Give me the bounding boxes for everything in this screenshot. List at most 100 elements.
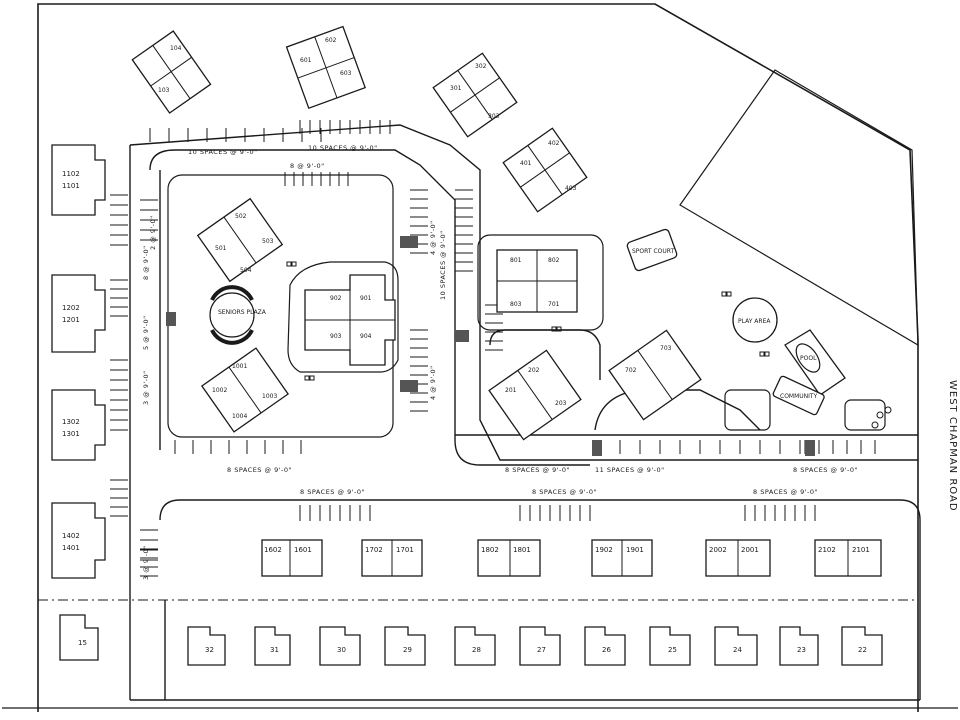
- unit-label: 702: [625, 367, 637, 374]
- unit-label: 401: [520, 160, 532, 167]
- parking-label: 10 SPACES @ 9'-0": [188, 148, 258, 156]
- unit-label: 24: [733, 646, 742, 654]
- south-duplexes: [261, 539, 882, 577]
- sport-court-label: SPORT COURT: [632, 248, 674, 255]
- unit-label: 502: [235, 213, 247, 220]
- unit-label: 1402: [62, 532, 80, 540]
- unit-label: 1902: [595, 546, 613, 554]
- parking-label: 8 SPACES @ 9'-0": [227, 466, 292, 474]
- parking-label: 10 SPACES @ 9'-0": [439, 230, 447, 300]
- community-label: COMMUNITY: [780, 393, 818, 400]
- unit-label: 15: [78, 639, 87, 647]
- unit-label: 1601: [294, 546, 312, 554]
- unit-label: 1003: [262, 393, 277, 400]
- north-buildings: [131, 25, 588, 213]
- parking-label: 11 SPACES @ 9'-0": [595, 466, 665, 474]
- parking-label: 8 SPACES @ 9'-0": [793, 466, 858, 474]
- unit-label: 2101: [852, 546, 870, 554]
- unit-label: 2001: [741, 546, 759, 554]
- unit-label: 202: [528, 367, 540, 374]
- unit-label: 1101: [62, 182, 80, 190]
- west-unit-labels: 1102 1101 1202 1201 1302 1301 1402 1401 …: [62, 170, 87, 647]
- unit-label: 1102: [62, 170, 80, 178]
- parking-label: 8 SPACES @ 9'-0": [505, 466, 570, 474]
- plaza-label: SENIORS PLAZA: [218, 309, 267, 316]
- unit-label: 503: [262, 238, 274, 245]
- open-field: [679, 69, 919, 347]
- unit-label: 603: [340, 70, 352, 77]
- unit-label: 2102: [818, 546, 836, 554]
- parking-stalls: [110, 120, 876, 577]
- parking-label: 5 @ 9'-0": [142, 315, 150, 350]
- unit-label: 2002: [709, 546, 727, 554]
- unit-label: 903: [330, 333, 342, 340]
- unit-label: 31: [270, 646, 279, 654]
- unit-label: 504: [240, 267, 252, 274]
- unit-label: 32: [205, 646, 214, 654]
- parking-label: 8 @ 9'-0": [290, 162, 325, 170]
- parking-label: 3 @ 9'-0": [142, 370, 150, 405]
- unit-label: 703: [660, 345, 672, 352]
- parking-label: 8 SPACES @ 9'-0": [753, 488, 818, 496]
- play-area: PLAY AREA: [732, 297, 778, 343]
- unit-label: 203: [555, 400, 567, 407]
- center-unit-labels: 501 502 503 504 902 901 903 904 1001 100…: [212, 213, 672, 420]
- unit-label: 201: [505, 387, 517, 394]
- south-duplex-labels: 1602 1601 1702 1701 1802 1801 1902 1901 …: [264, 546, 870, 554]
- unit-label: 301: [450, 85, 462, 92]
- seniors-plaza: SENIORS PLAZA: [209, 285, 267, 345]
- unit-label: 501: [215, 245, 227, 252]
- unit-label: 801: [510, 257, 522, 264]
- unit-label: 1802: [481, 546, 499, 554]
- unit-label: 1901: [626, 546, 644, 554]
- unit-label: 901: [360, 295, 372, 302]
- pool-area: POOL: [784, 329, 846, 396]
- unit-label: 602: [325, 37, 337, 44]
- unit-label: 1002: [212, 387, 227, 394]
- unit-label: 904: [360, 333, 372, 340]
- unit-label: 1301: [62, 430, 80, 438]
- unit-label: 26: [602, 646, 611, 654]
- unit-label: 104: [170, 45, 182, 52]
- lot-house-labels: 32 31 30 29 28 27 26 25 24 23 22: [205, 646, 867, 654]
- parking-label: 3 @ 9'-0": [142, 545, 150, 580]
- unit-label: 29: [403, 646, 412, 654]
- lot-houses: [187, 626, 883, 666]
- unit-label: 1401: [62, 544, 80, 552]
- parking-label: 10 SPACES @ 9'-0": [308, 144, 378, 152]
- unit-label: 1004: [232, 413, 247, 420]
- unit-label: 1701: [396, 546, 414, 554]
- unit-label: 30: [337, 646, 346, 654]
- play-area-label: PLAY AREA: [738, 318, 771, 325]
- unit-label: 1201: [62, 316, 80, 324]
- unit-label: 403: [565, 185, 577, 192]
- unit-label: 27: [537, 646, 546, 654]
- parking-label: 8 @ 9'-0": [142, 245, 150, 280]
- unit-label: 302: [475, 63, 487, 70]
- parking-label: 4 @ 9'-0": [429, 220, 437, 255]
- unit-label: 1702: [365, 546, 383, 554]
- street-label: WEST CHAPMAN ROAD: [947, 380, 958, 512]
- unit-label: 303: [488, 113, 500, 120]
- unit-label: 22: [858, 646, 867, 654]
- north-unit-labels: 104 103 601 602 603 301 302 303 401 402 …: [158, 37, 577, 192]
- unit-label: 1801: [513, 546, 531, 554]
- unit-label: 1001: [232, 363, 247, 370]
- site-fixtures: [286, 261, 892, 429]
- unit-label: 902: [330, 295, 342, 302]
- parking-label: 8 SPACES @ 9'-0": [532, 488, 597, 496]
- unit-label: 1602: [264, 546, 282, 554]
- unit-label: 802: [548, 257, 560, 264]
- unit-label: 28: [472, 646, 481, 654]
- unit-label: 103: [158, 87, 170, 94]
- parking-label: 2 @ 9'-0": [149, 215, 157, 250]
- unit-label: 402: [548, 140, 560, 147]
- pool-label: POOL: [800, 355, 817, 362]
- unit-label: 1302: [62, 418, 80, 426]
- parking-label: 4 @ 9'-0": [429, 365, 437, 400]
- property-boundary: [2, 3, 958, 712]
- unit-label: 803: [510, 301, 522, 308]
- parking-label: 8 SPACES @ 9'-0": [300, 488, 365, 496]
- west-buildings: [51, 144, 106, 661]
